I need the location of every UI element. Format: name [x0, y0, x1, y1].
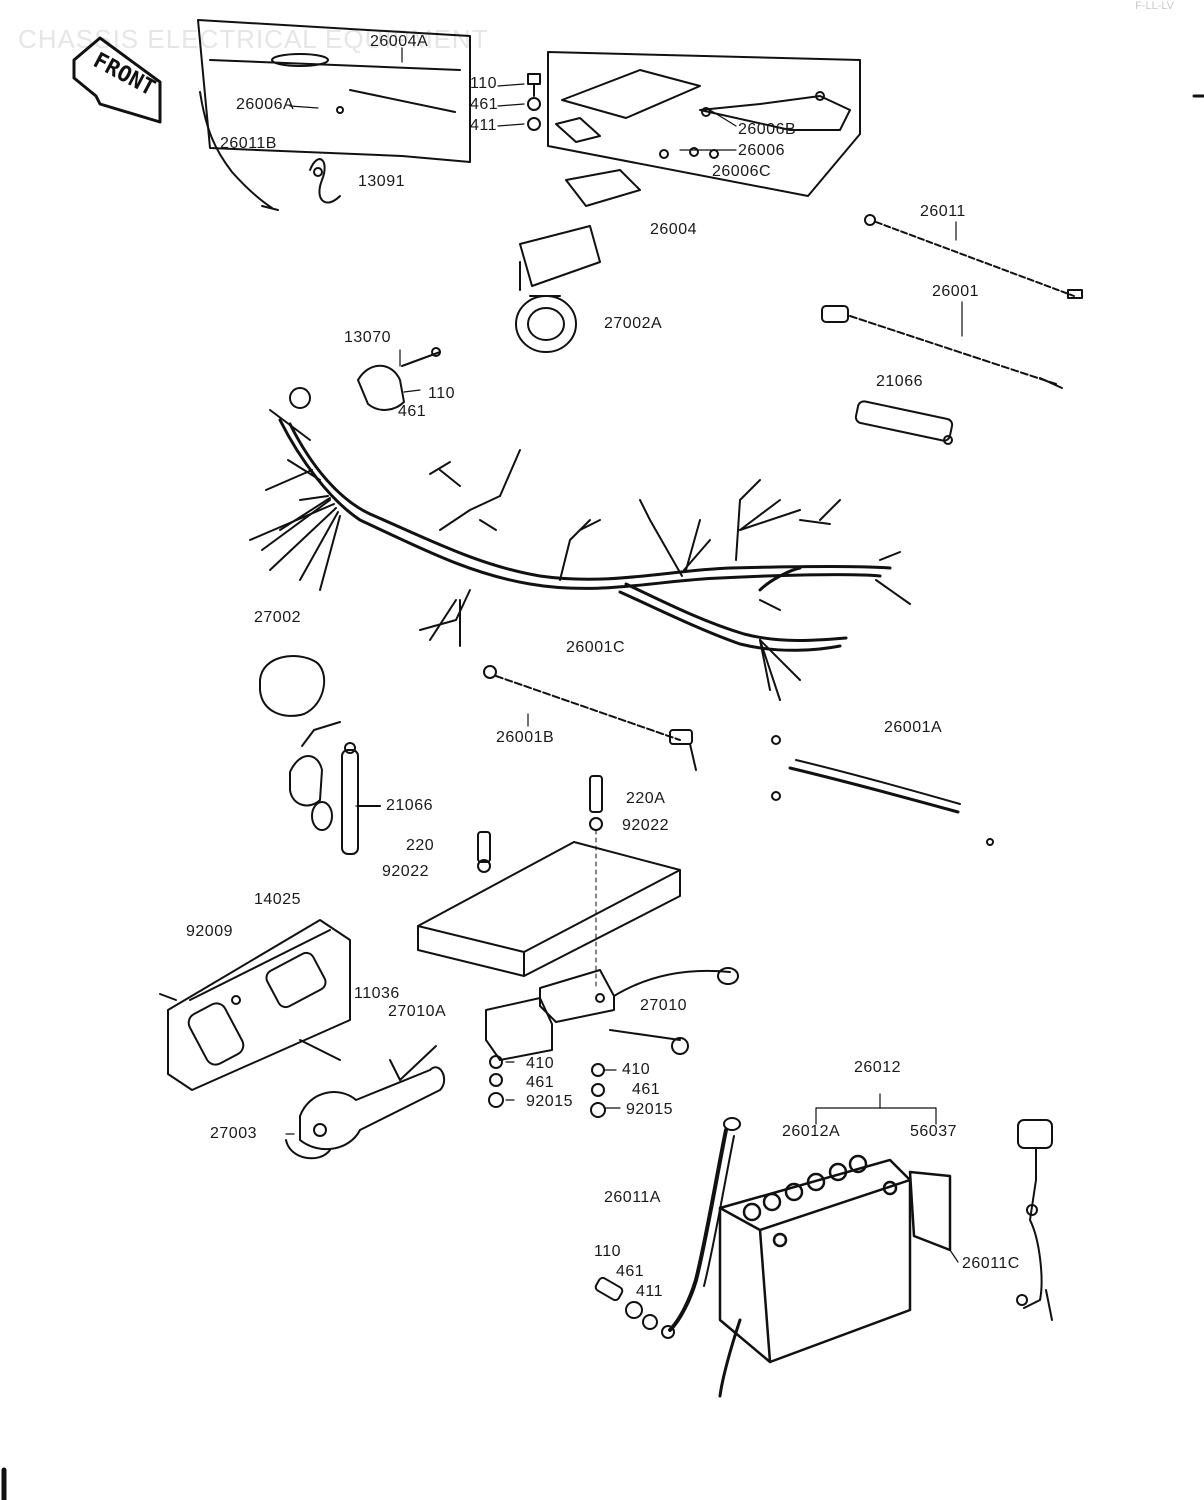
part-label: 110: [594, 1243, 622, 1260]
wiring-harness-26001C: [249, 387, 911, 701]
part-label: 26012A: [782, 1123, 841, 1140]
rectifier-27010A: [485, 997, 689, 1061]
leader-lines: [285, 47, 963, 1263]
rubber-cap: [259, 655, 326, 717]
part-label: 26012: [854, 1059, 901, 1076]
part-label: 461: [526, 1074, 555, 1091]
part-label: 27010: [640, 997, 687, 1014]
part-label: 26001C: [566, 639, 626, 656]
part-label: 26001: [932, 283, 979, 300]
part-label: 411: [470, 117, 498, 134]
cable-26001: [821, 305, 1063, 389]
part-label: 27003: [210, 1125, 257, 1142]
corner-mark: F-LL-LV: [1135, 0, 1174, 12]
part-label: 220: [406, 837, 435, 854]
part-label: 26011C: [962, 1255, 1020, 1272]
part-label: 13091: [358, 173, 405, 190]
horn-27002A: [515, 295, 577, 353]
bolts-220: [477, 775, 603, 991]
part-label: 92022: [382, 863, 429, 880]
battery-26012: [718, 1154, 952, 1364]
part-label: 56037: [910, 1123, 957, 1140]
part-label: 92015: [526, 1093, 573, 1110]
part-label: 26001B: [496, 729, 555, 746]
part-label: 92009: [186, 923, 233, 940]
part-label: 410: [526, 1055, 555, 1072]
front-arrow-sign: FRONT: [72, 36, 162, 124]
cable-26001B: [483, 665, 697, 771]
part-label: 26004: [650, 221, 697, 238]
tube-21066-top: [854, 400, 954, 445]
cable-26011: [864, 214, 1083, 299]
junction-box-26004: [547, 51, 861, 197]
part-label: 411: [636, 1283, 664, 1300]
part-label: 11036: [354, 985, 400, 1002]
part-label: 27002: [254, 609, 301, 626]
part-label: 26011B: [220, 135, 277, 152]
regulator-27010: [539, 967, 739, 1023]
nut-washer-groups: [488, 1055, 606, 1118]
part-label: 461: [632, 1081, 661, 1098]
part-label: 26004A: [370, 33, 429, 50]
part-label: 27010A: [388, 1003, 447, 1020]
bolt-stack-top: [527, 73, 541, 131]
part-label: 461: [398, 403, 427, 420]
part-label: 220A: [626, 790, 666, 807]
part-label: 21066: [876, 373, 923, 390]
part-label: 26001A: [884, 719, 943, 736]
part-label: 26006C: [712, 163, 772, 180]
part-label: 26011A: [604, 1189, 661, 1206]
bracket-27003: [285, 1039, 446, 1160]
part-label: 26006A: [236, 96, 295, 113]
bracket-13070: [357, 347, 441, 411]
tail-light-14025: [159, 919, 351, 1091]
part-label: 27002A: [604, 315, 663, 332]
part-label: 26011: [920, 203, 966, 220]
relay-under-box: [519, 169, 641, 291]
part-label: 92022: [622, 817, 669, 834]
part-label: 110: [428, 385, 456, 402]
cable-26001A: [771, 735, 994, 846]
part-label: 26006B: [738, 121, 797, 138]
bracket-26011B: [199, 91, 341, 211]
part-label: 461: [616, 1263, 645, 1280]
part-label: 13070: [344, 329, 391, 346]
battery-tray: [417, 841, 681, 977]
cable-26011C: [1016, 1119, 1053, 1321]
diagram-title: CHASSIS ELECTRICAL EQUIPMENT: [18, 24, 489, 54]
part-label: 410: [622, 1061, 651, 1078]
part-label: 110: [470, 75, 498, 92]
part-label: 21066: [386, 797, 433, 814]
bolt-stack-bottom: [594, 1276, 658, 1330]
part-label: 461: [470, 96, 499, 113]
part-label: 92015: [626, 1101, 673, 1118]
switch-21066: [289, 721, 381, 855]
part-label: 26006: [738, 142, 785, 159]
cable-26011A: [661, 1117, 742, 1398]
part-label: 14025: [254, 891, 301, 908]
